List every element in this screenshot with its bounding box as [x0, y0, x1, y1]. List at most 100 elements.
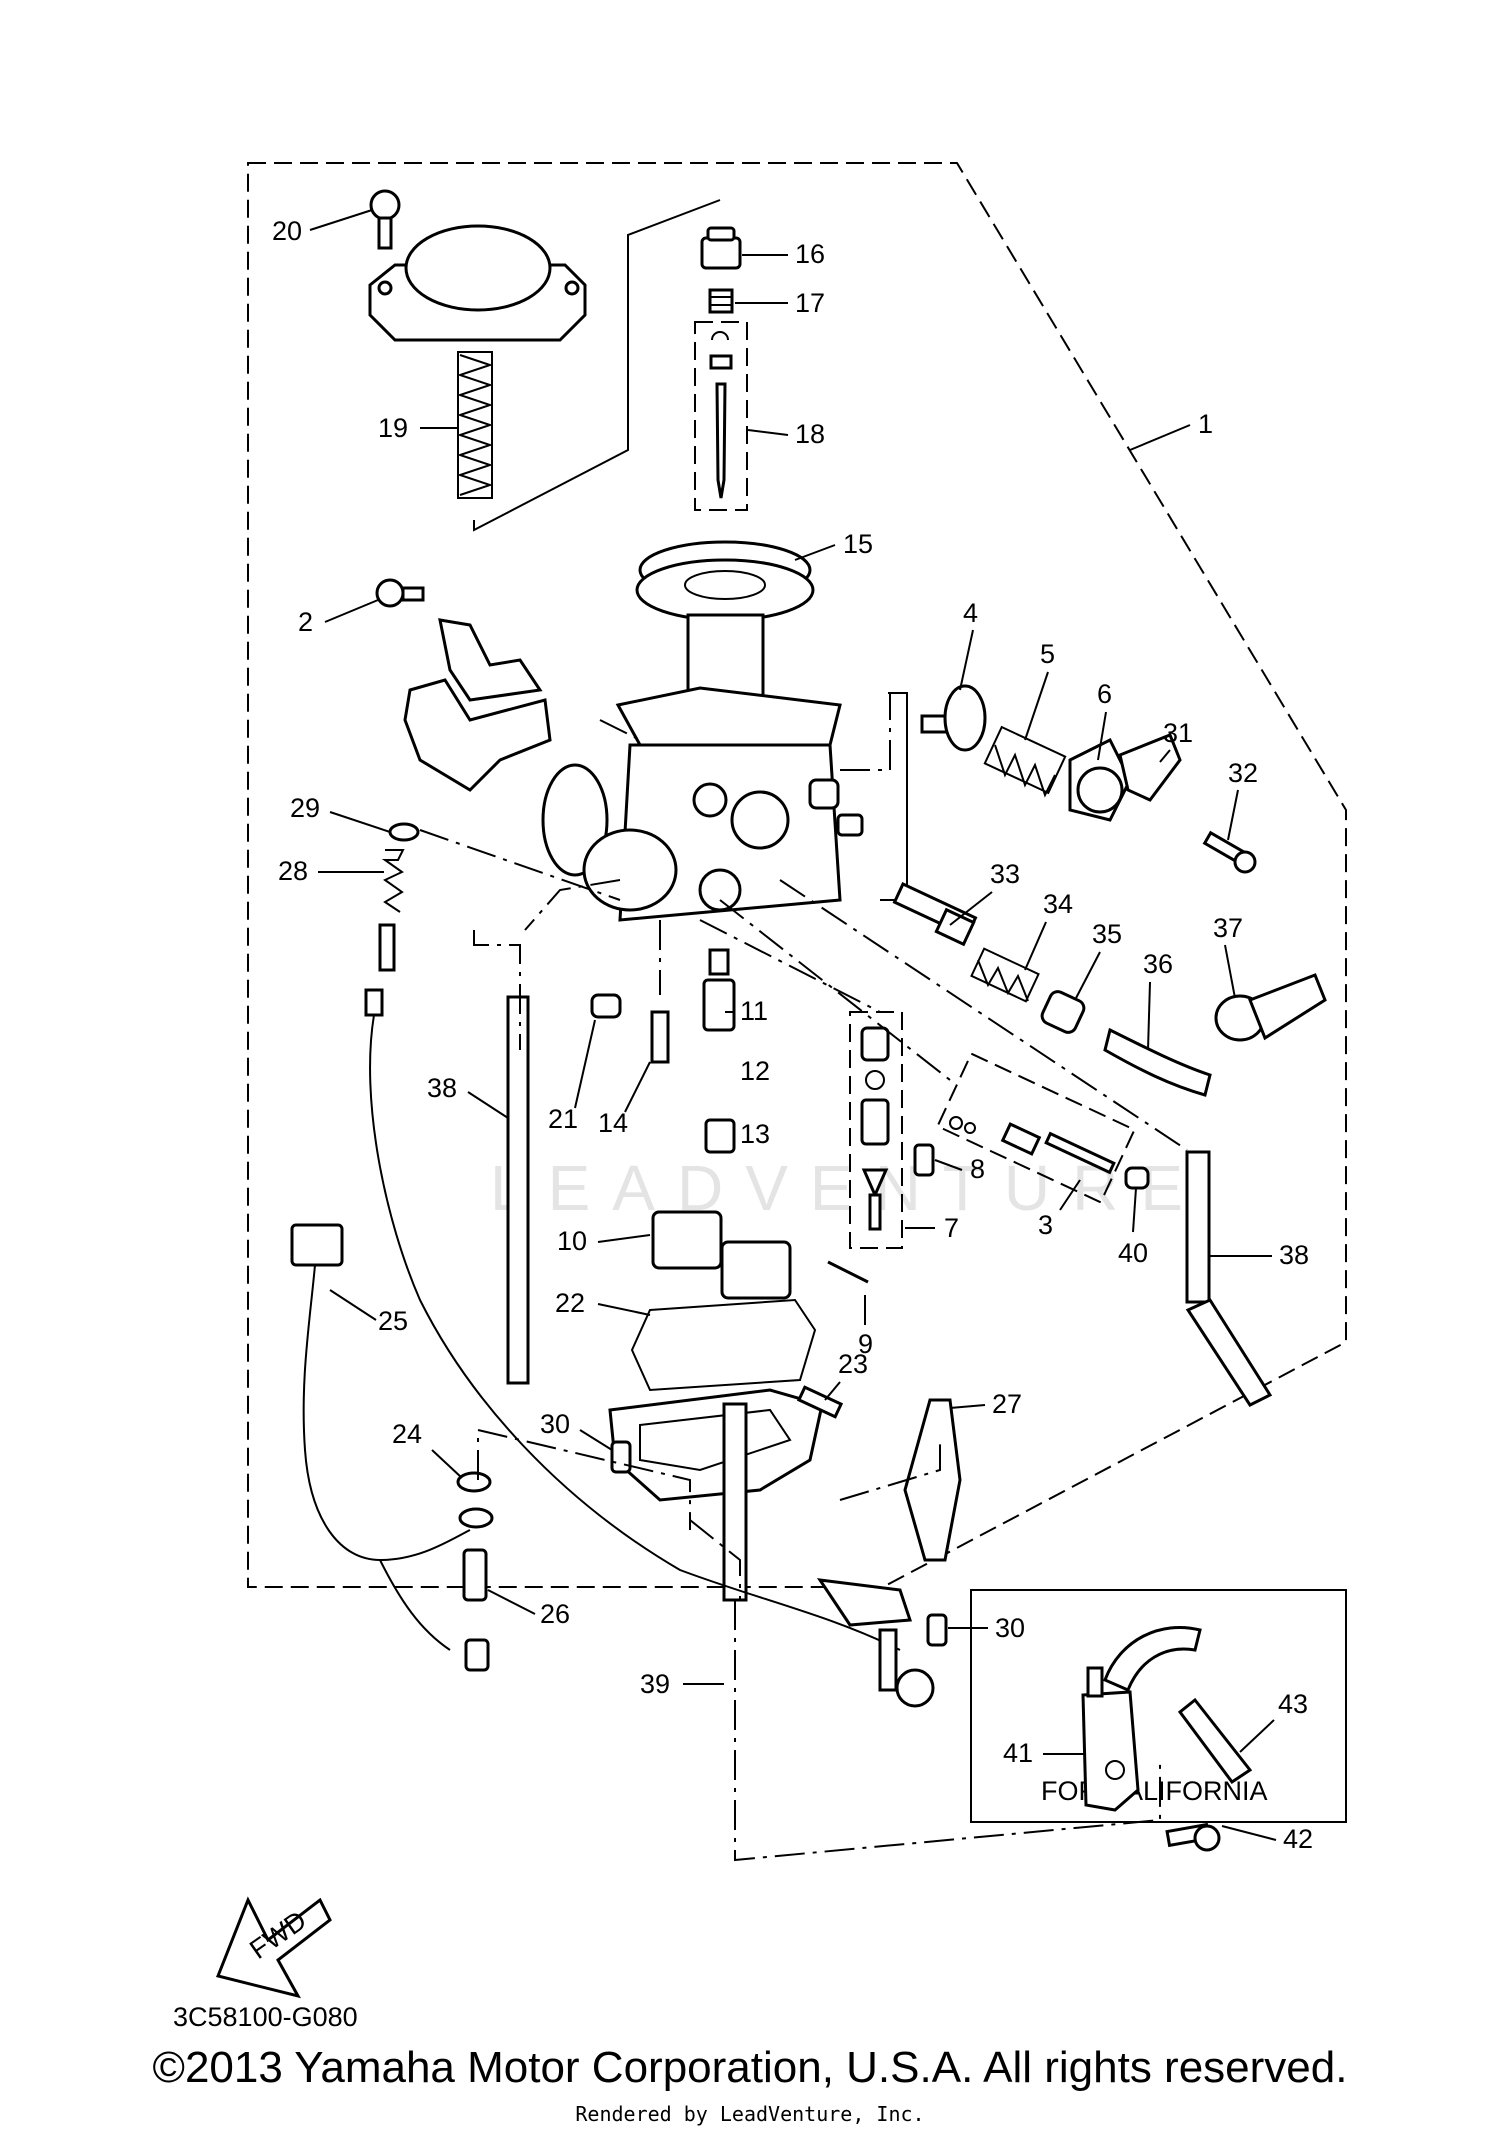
callout-4: 4: [963, 598, 978, 628]
starter-hose: [1103, 1027, 1212, 1097]
plunger-spring: [983, 725, 1067, 798]
ca-valve: [1081, 1666, 1140, 1812]
float-bowl: [608, 1388, 824, 1502]
hose-fitting: [462, 1548, 490, 1672]
ca-hose-bend: [1103, 1625, 1202, 1692]
bracket-screw: [375, 578, 425, 608]
ca-hose: [1177, 1697, 1253, 1785]
starter-spring: [970, 947, 1040, 1003]
assembly-guide-lines: [419, 693, 1188, 1862]
ca-screw: [1165, 1822, 1221, 1852]
cover-screw: [369, 189, 401, 250]
lever-screw: [1202, 830, 1257, 874]
callout-36: 36: [1143, 949, 1173, 979]
forward-arrow-icon: FWD: [215, 1896, 332, 1999]
callout-43: 43: [1278, 1689, 1308, 1719]
callout-35: 35: [1092, 919, 1122, 949]
throttle-stop-bracket: [816, 1398, 962, 1708]
float: [651, 1210, 792, 1300]
needle-valve-set: [860, 1026, 890, 1231]
callout-21: 21: [548, 1104, 578, 1134]
vent-hose-bottom: [722, 1402, 748, 1602]
main-nozzle: [702, 948, 736, 1154]
starter-nut: [1040, 990, 1086, 1034]
throttle-cable: [364, 822, 901, 1651]
callout-38-left: 38: [427, 1073, 457, 1103]
callout-18: 18: [795, 419, 825, 449]
carburetor-body: [541, 686, 864, 922]
callout-17: 17: [795, 288, 825, 318]
callout-30-lower: 30: [995, 1613, 1025, 1643]
callout-27: 27: [992, 1389, 1022, 1419]
callout-37: 37: [1213, 913, 1243, 943]
callout-41: 41: [1003, 1738, 1033, 1768]
callout-33: 33: [990, 859, 1020, 889]
needle-spring-small: [708, 288, 734, 314]
drain-plug: [796, 1385, 844, 1419]
callout-39: 39: [640, 1669, 670, 1699]
coil-spring-large: [456, 351, 494, 499]
throttle-lever: [1118, 733, 1182, 802]
needle-valve-box: [849, 1011, 903, 1249]
callout-15: 15: [843, 529, 873, 559]
callout-30-upper: 30: [540, 1409, 570, 1439]
callout-38-right: 38: [1279, 1240, 1309, 1270]
cover-group-bracket: [473, 199, 721, 532]
callout-25: 25: [378, 1306, 408, 1336]
float-bowl-gasket: [630, 1298, 817, 1392]
hose-washer: [456, 1471, 494, 1529]
plunger-head: [920, 684, 987, 752]
bowl-screw: [610, 1440, 632, 1474]
callout-26: 26: [540, 1599, 570, 1629]
callout-32: 32: [1228, 758, 1258, 788]
rendered-by-text: Rendered by LeadVenture, Inc.: [575, 2102, 925, 2126]
callout-22: 22: [555, 1288, 585, 1318]
callout-31: 31: [1163, 718, 1193, 748]
pilot-screw-set: [949, 1116, 1116, 1175]
vent-hose-left: [506, 995, 530, 1385]
callout-8: 8: [970, 1154, 985, 1184]
starter-plunger: [892, 882, 978, 947]
callout-40: 40: [1118, 1238, 1148, 1268]
callout-14: 14: [598, 1108, 628, 1138]
callout-9: 9: [858, 1329, 873, 1359]
cap-plug: [1124, 1166, 1150, 1190]
callout-34: 34: [1043, 889, 1073, 919]
needle-set-box: [694, 321, 748, 511]
drawing-code: 3C58100-G080: [173, 2002, 358, 2032]
callout-10: 10: [557, 1226, 587, 1256]
vent-hose-right: [1185, 1150, 1273, 1407]
callout-20: 20: [272, 216, 302, 246]
assembly-boundary: [247, 162, 1347, 1588]
pilot-screw-box: [936, 1052, 1136, 1204]
watermark: LEADVENTURE: [490, 1152, 1205, 1224]
pilot-jet: [650, 1010, 670, 1064]
callout-19: 19: [378, 413, 408, 443]
callout-6: 6: [1097, 679, 1112, 709]
callout-23: 23: [838, 1349, 868, 1379]
copyright-text: ©2013 Yamaha Motor Corporation, U.S.A. A…: [152, 2043, 1348, 2092]
jet-needle: [709, 331, 733, 499]
plug-washer: [590, 993, 622, 1019]
california-inset-box: [970, 1589, 1347, 1823]
bracket-screw-lower: [926, 1613, 948, 1647]
callout-2: 2: [298, 607, 313, 637]
cable-bracket: [403, 618, 552, 792]
callout-16: 16: [795, 239, 825, 269]
callout-13: 13: [740, 1119, 770, 1149]
callouts: 1 2 3 4 5 6 7 8 9 10 11 12 13 14 15 16 1…: [272, 209, 1313, 1854]
callout-29: 29: [290, 793, 320, 823]
callout-11: 11: [740, 996, 768, 1026]
callout-5: 5: [1040, 639, 1055, 669]
diaphragm-cap: [700, 226, 742, 270]
drain-screw: [913, 1143, 935, 1177]
plunger-group-bracket: [880, 692, 908, 901]
callout-28: 28: [278, 856, 308, 886]
callout-42: 42: [1283, 1824, 1313, 1854]
callout-24: 24: [392, 1419, 422, 1449]
float-pin: [827, 1260, 869, 1284]
callout-3: 3: [1038, 1210, 1053, 1240]
starter-cap: [1214, 973, 1327, 1042]
callout-12: 12: [740, 1056, 770, 1086]
